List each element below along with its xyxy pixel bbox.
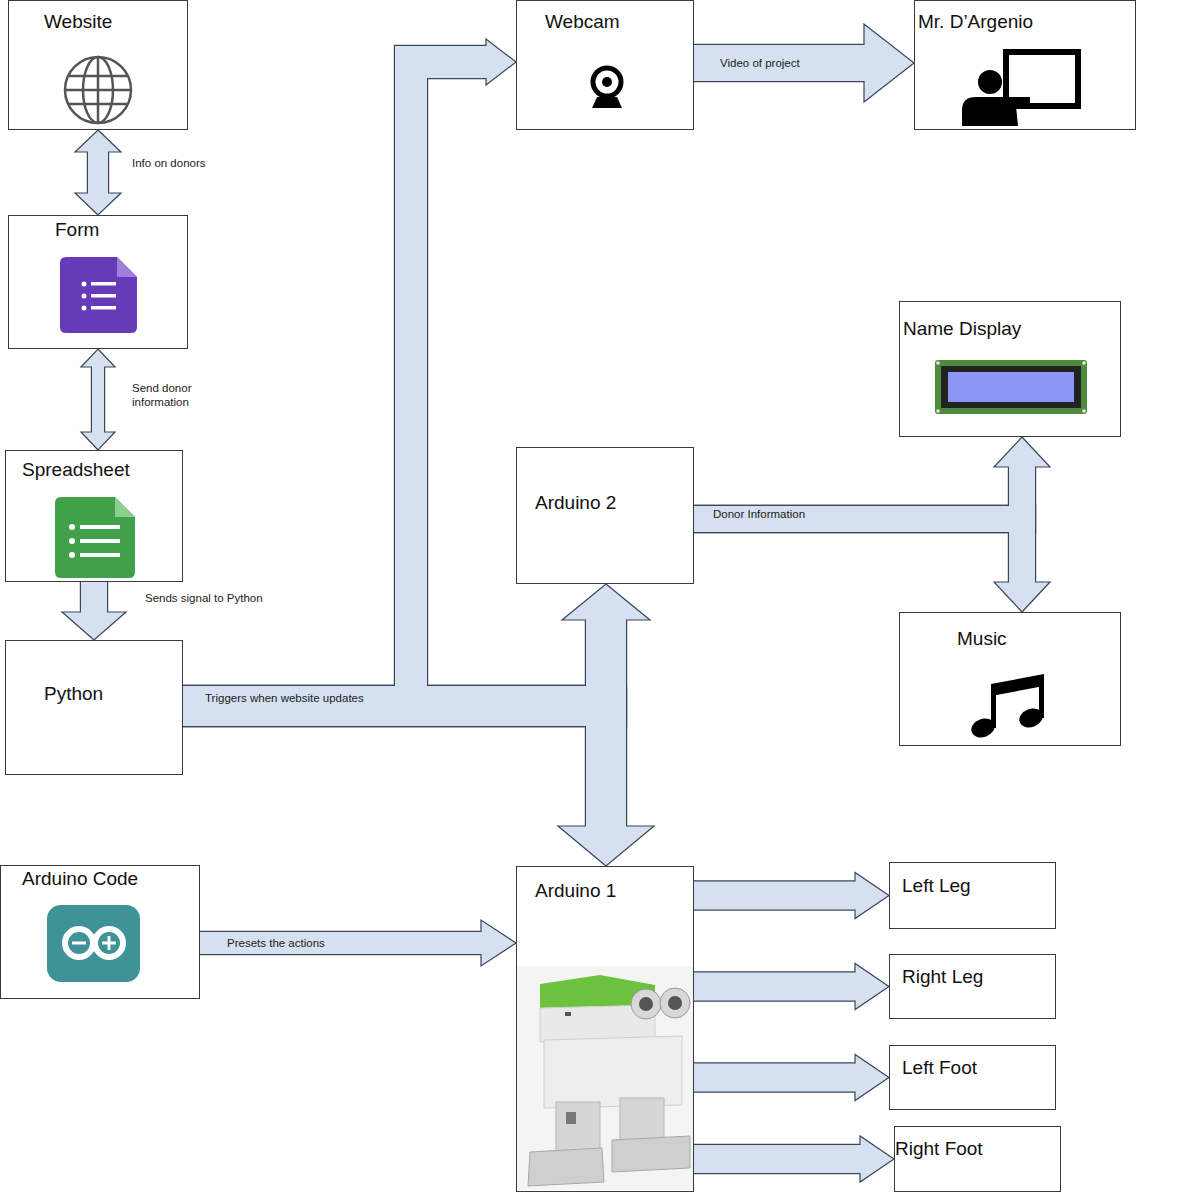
process-box: Right Leg [889, 954, 1056, 1019]
edge-label: Video of project [720, 56, 850, 70]
node-title: Right Foot [895, 1138, 983, 1160]
block-arrow [694, 519, 1022, 584]
edge-label: Triggers when website updates [205, 691, 445, 705]
sheets-icon [55, 497, 135, 578]
arrow-head [481, 920, 516, 966]
otto-robot-illustration [517, 966, 693, 1190]
arrow-head [855, 1055, 889, 1101]
process-box: Arduino 2 [516, 447, 694, 584]
arrow-head [558, 826, 654, 866]
process-box: Right Foot [894, 1126, 1061, 1192]
edge-label: Send donor information [132, 381, 222, 409]
globe-icon [65, 57, 131, 123]
process-box: Left Foot [889, 1045, 1056, 1110]
arrow-outline [183, 62, 486, 706]
block-arrow [183, 706, 606, 828]
arrow-head [864, 24, 914, 102]
node-title: Arduino Code [22, 868, 138, 890]
arduino-logo [47, 905, 140, 982]
block-arrow [694, 1145, 862, 1173]
node-title: Spreadsheet [22, 459, 130, 481]
node-title: Webcam [545, 11, 620, 33]
node-title: Right Leg [902, 966, 983, 988]
node-title: Website [44, 11, 112, 33]
block-arrow [183, 62, 488, 706]
arrow-head [75, 193, 121, 215]
arrow-head [81, 432, 115, 450]
presenter-icon [962, 52, 1078, 126]
block-arrow [200, 932, 483, 954]
block-arrow [694, 45, 866, 81]
node-title: Left Leg [902, 875, 971, 897]
arrow-head [75, 130, 121, 152]
arrow-head [994, 437, 1050, 467]
process-box: Webcam [516, 0, 694, 130]
form-icon [60, 257, 137, 333]
arrow-head [81, 349, 115, 367]
node-title: Mr. D’Argenio [918, 11, 1033, 33]
webcam-icon [592, 68, 622, 108]
node-title: Form [55, 219, 99, 241]
arrow-head [562, 584, 650, 620]
arrow-head [860, 1136, 894, 1182]
node-title: Music [957, 628, 1007, 650]
node-title: Left Foot [902, 1057, 977, 1079]
process-box: Left Leg [889, 862, 1056, 929]
block-arrow [694, 882, 857, 910]
node-title: Python [44, 683, 103, 705]
process-box: Music [899, 612, 1121, 746]
arrow-head [994, 582, 1050, 612]
arrow-head [855, 964, 889, 1010]
process-box: Mr. D’Argenio [914, 0, 1136, 130]
block-arrow [694, 973, 857, 1001]
block-arrow [81, 582, 107, 614]
node-title: Arduino 2 [535, 492, 616, 514]
lcd-icon [935, 360, 1087, 414]
edge-label: Sends signal to Python [145, 591, 325, 605]
arrow-head [855, 873, 889, 919]
edge-label: Donor Information [713, 507, 863, 521]
edge-label: Info on donors [132, 156, 242, 170]
block-arrow [694, 1064, 857, 1092]
block-arrow [92, 366, 104, 434]
block-arrow [88, 151, 108, 195]
arrow-head [486, 39, 516, 85]
arrow-head [62, 612, 126, 640]
node-title: Name Display [903, 318, 1021, 340]
music-note-icon [969, 674, 1046, 741]
edge-label: Presets the actions [227, 936, 407, 950]
process-box: Python [5, 640, 183, 775]
node-title: Arduino 1 [535, 880, 616, 902]
